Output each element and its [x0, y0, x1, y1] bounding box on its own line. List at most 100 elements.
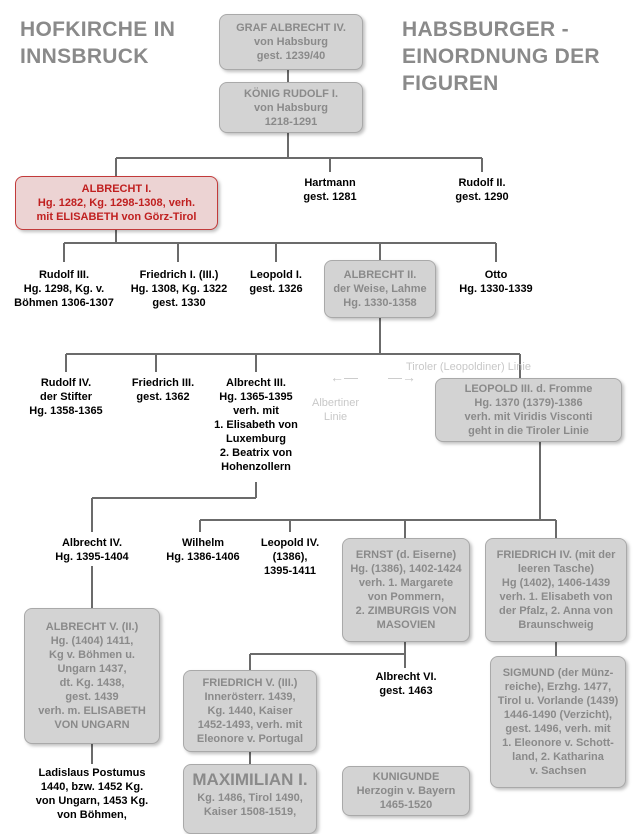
node-line: verh. m. ELISABETH [38, 705, 146, 717]
node-line: gest. 1326 [249, 283, 303, 295]
node-line: LEOPOLD III. d. Fromme [464, 383, 593, 395]
node-line: Böhmen 1306-1307 [14, 297, 114, 309]
node-line: Friedrich I. (III.) [139, 269, 219, 281]
node-line: Herzogin v. Bayern [356, 785, 456, 797]
node-line: 1452-1493, verh. mit [197, 719, 303, 731]
node-line: der Weise, Lahme [333, 283, 427, 295]
label-line: Linie [323, 411, 348, 423]
node-line: von Habsburg [254, 101, 328, 114]
node-line: Hg. (1386), 1402-1424 [350, 563, 462, 575]
node-line: Hg. 1330-1358 [343, 297, 417, 309]
node-friedrich-iii: Friedrich III. gest. 1362 [116, 376, 210, 404]
node-rudolf-ii: Rudolf II. gest. 1290 [442, 176, 522, 204]
node-line: Rudolf IV. [40, 377, 92, 389]
node-line: Innerösterr. 1439, [204, 691, 296, 703]
node-friedrich-i: Friedrich I. (III.) Hg. 1308, Kg. 1322 g… [123, 268, 235, 310]
node-line: ALBRECHT I. [81, 183, 152, 195]
node-line: Hg. 1330-1339 [459, 283, 533, 295]
title-line: HABSBURGER - [402, 18, 569, 41]
node-line: Hg. 1308, Kg. 1322 [130, 283, 228, 295]
node-line: Hg. 1365-1395 [219, 391, 293, 403]
node-line: der Stifter [40, 391, 92, 403]
node-line: Wilhelm [181, 537, 225, 549]
node-koenig-rudolf-i: KÖNIG RUDOLF I. von Habsburg 1218-1291 [219, 82, 363, 133]
node-line: Hg. 1386-1406 [166, 551, 240, 563]
node-line: gest. 1330 [152, 297, 206, 309]
node-line: von Pommern, [367, 591, 445, 603]
node-line: Eleonore v. Portugal [196, 733, 304, 745]
node-line: Rudolf II. [458, 177, 506, 189]
node-albrecht-iii: Albrecht III. Hg. 1365-1395 verh. mit 1.… [200, 376, 312, 474]
node-line: land, 2. Katharina [512, 751, 604, 763]
node-line: Hg. 1370 (1379)-1386 [474, 397, 583, 409]
node-line: Hg. (1404) 1411, [50, 635, 134, 647]
node-line: Kg. 1440, Kaiser [207, 705, 293, 717]
node-line: Kg. 1486, Tirol 1490, [197, 792, 303, 804]
title-line: EINORDNUNG DER [402, 45, 600, 68]
node-friedrich-iv: FRIEDRICH IV. (mit der leeren Tasche) Hg… [485, 538, 627, 642]
node-line: gest. 1463 [379, 685, 433, 697]
node-line: gest. 1439 [65, 691, 119, 703]
node-line: Tirol u. Vorlande (1439) [497, 695, 619, 707]
node-line: Hg (1402), 1406-1439 [501, 577, 611, 589]
node-line: FRIEDRICH IV. (mit der [496, 549, 616, 561]
node-leopold-iii: LEOPOLD III. d. Fromme Hg. 1370 (1379)-1… [435, 378, 622, 442]
node-albrecht-i: ALBRECHT I. Hg. 1282, Kg. 1298-1308, ver… [15, 176, 218, 230]
node-line: mit ELISABETH von Görz-Tirol [36, 211, 197, 223]
node-line: KUNIGUNDE [372, 771, 440, 783]
node-albrecht-v: ALBRECHT V. (II.) Hg. (1404) 1411, Kg v.… [24, 608, 160, 744]
node-line: reiche), Erzhg. 1477, [504, 681, 612, 693]
node-line: verh. 1. Margarete [358, 577, 454, 589]
node-line: 1. Elisabeth von [214, 419, 298, 431]
node-line: gest. 1496, verh. mit [505, 723, 611, 735]
node-line: 1446-1490 (Verzicht), [503, 709, 613, 721]
node-line: KÖNIG RUDOLF I. [243, 87, 339, 100]
node-line: gest. 1362 [136, 391, 190, 403]
title-line: FIGUREN [402, 72, 499, 95]
node-line: ALBRECHT II. [343, 269, 417, 281]
node-line: Ladislaus Postumus [38, 767, 146, 779]
node-line: Luxemburg [226, 433, 286, 445]
node-line: gest. 1281 [303, 191, 357, 203]
node-line: v. Sachsen [529, 765, 587, 777]
node-ernst: ERNST (d. Eiserne) Hg. (1386), 1402-1424… [342, 538, 470, 642]
node-friedrich-v: FRIEDRICH V. (III.) Innerösterr. 1439, K… [183, 670, 317, 752]
node-line: Albrecht VI. [375, 671, 437, 683]
node-line: Hg. 1358-1365 [29, 405, 103, 417]
node-line: verh. 1. Elisabeth von [499, 591, 613, 603]
node-ladislaus-postumus: Ladislaus Postumus 1440, bzw. 1452 Kg. v… [18, 766, 166, 822]
node-wilhelm: Wilhelm Hg. 1386-1406 [158, 536, 248, 564]
node-line: gest. 1290 [455, 191, 509, 203]
node-line: Friedrich III. [131, 377, 195, 389]
node-line: Kaiser 1508-1519, [203, 806, 297, 818]
node-line: von Böhmen, [57, 809, 127, 821]
label-line: Albertiner [312, 397, 360, 409]
title-line: INNSBRUCK [20, 45, 149, 68]
node-line: Leopold I. [250, 269, 302, 281]
arrow-right-icon: —→ [388, 369, 416, 385]
node-line: dt. Kg. 1438, [59, 677, 125, 689]
node-hartmann: Hartmann gest. 1281 [290, 176, 370, 204]
label-tiroler-linie: Tiroler (Leopoldiner) Linie [406, 360, 531, 374]
node-line: Otto [484, 269, 508, 281]
node-line: Leopold IV. [260, 537, 320, 549]
node-line: leeren Tasche) [517, 563, 595, 575]
node-line: 1465-1520 [379, 799, 433, 811]
node-line: ERNST (d. Eiserne) [355, 549, 457, 561]
node-line: MASOVIEN [376, 619, 436, 631]
node-line: 1395-1411 [264, 565, 316, 577]
node-line: Albrecht IV. [61, 537, 123, 549]
node-line: Hg. 1298, Kg. v. [23, 283, 105, 295]
node-line: von Habsburg [254, 36, 328, 48]
node-albrecht-iv: Albrecht IV. Hg. 1395-1404 [42, 536, 142, 564]
label-albertiner-linie: Albertiner Linie [312, 396, 359, 424]
node-line: von Ungarn, 1453 Kg. [35, 795, 149, 807]
page-title: HOFKIRCHE IN INNSBRUCK [20, 16, 175, 70]
node-maximilian-i: MAXIMILIAN I. Kg. 1486, Tirol 1490, Kais… [183, 764, 317, 834]
node-line: VON UNGARN [54, 719, 130, 731]
node-line: Rudolf III. [38, 269, 90, 281]
node-line: verh. mit [233, 405, 279, 417]
node-kunigunde: KUNIGUNDE Herzogin v. Bayern 1465-1520 [342, 766, 470, 816]
node-line: (1386), [272, 551, 308, 563]
node-line: 1218-1291 [264, 115, 318, 128]
